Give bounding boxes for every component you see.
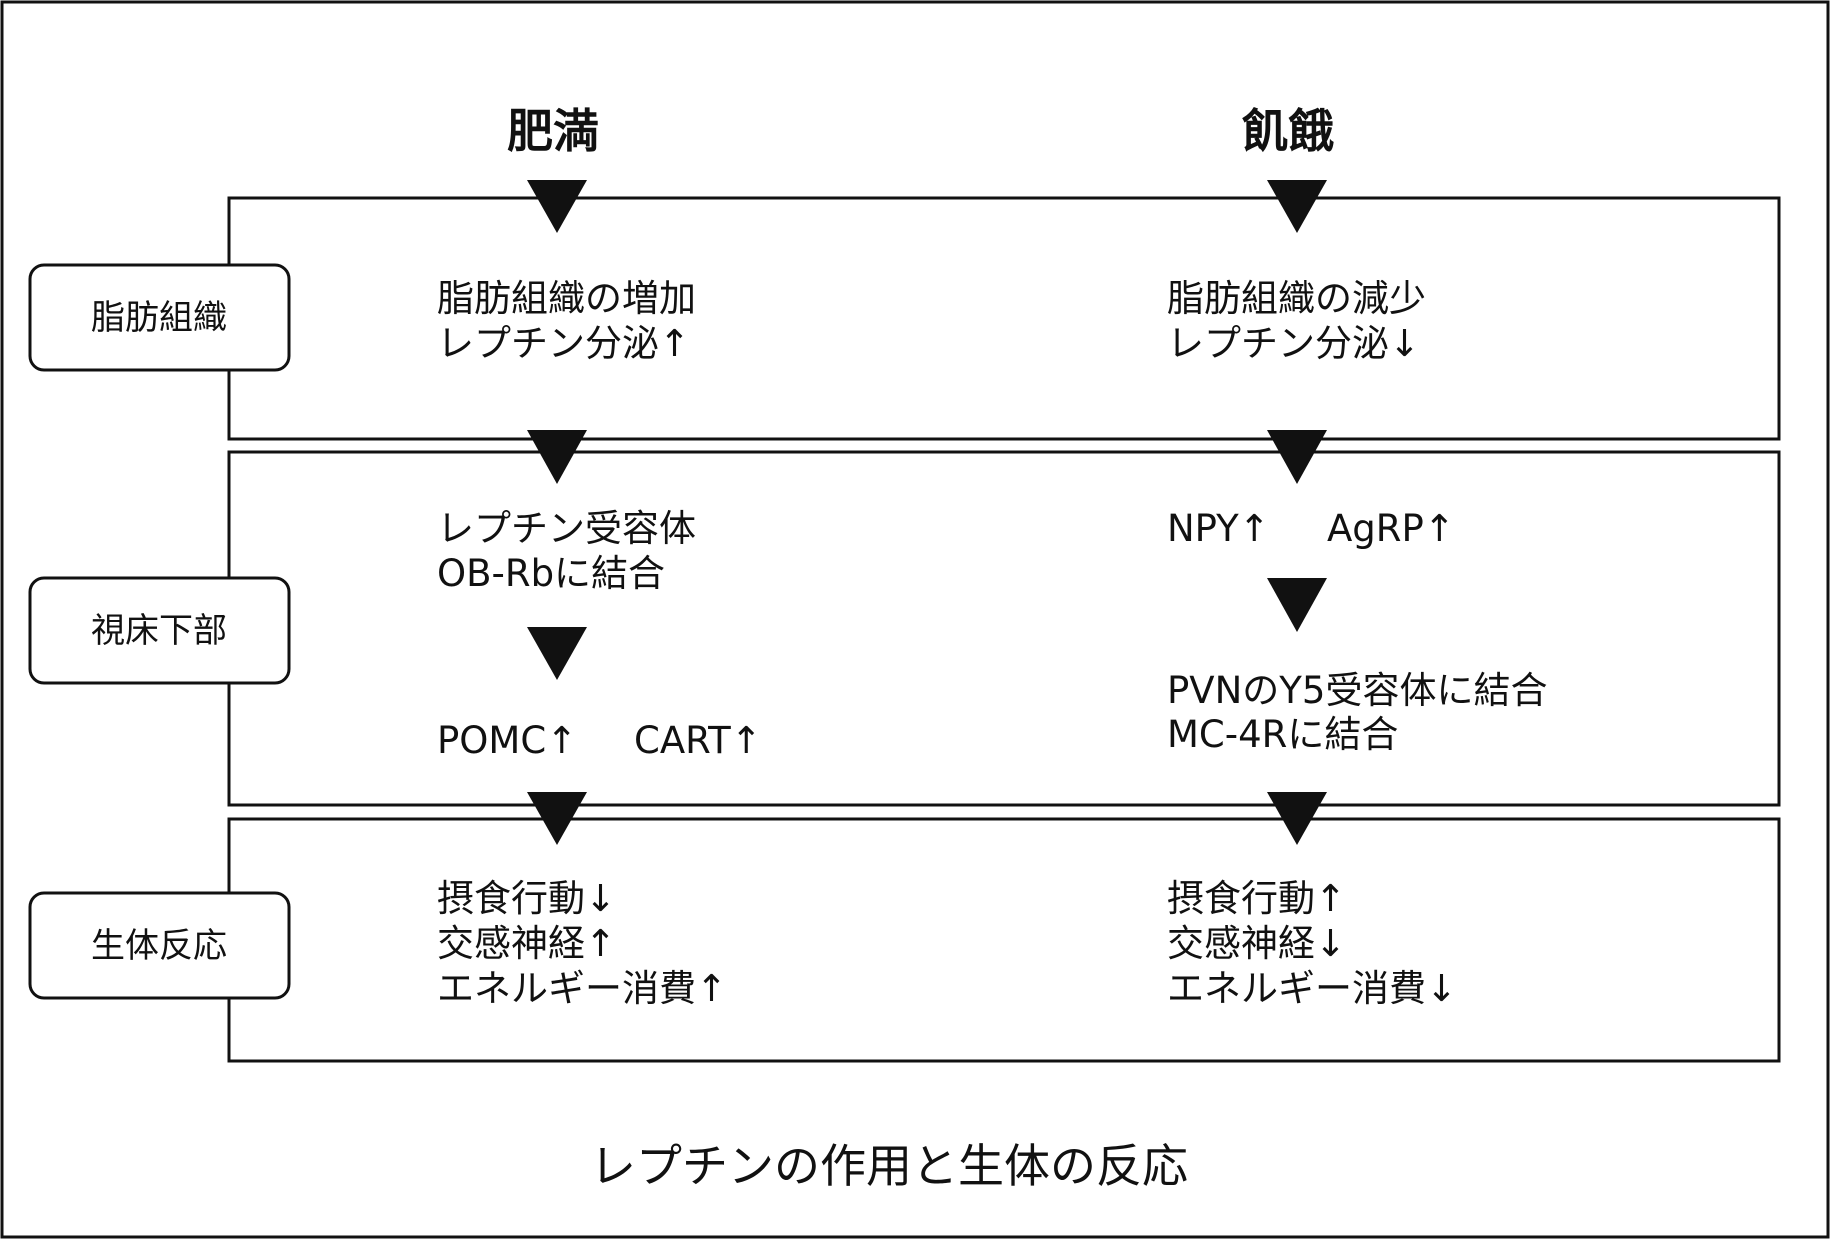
response-left-line3: エネルギー消費↑	[437, 967, 728, 1010]
cart-text: CART↑	[634, 719, 762, 762]
arrow-left-1	[527, 180, 587, 233]
arrow-left-2	[527, 430, 587, 484]
row-label-box-response	[28, 891, 291, 1000]
column-title-right: 飢餓	[1242, 104, 1334, 158]
adipose-right-line1: 脂肪組織の減少	[1167, 277, 1426, 320]
hypo-right-line2: MC-4Rに結合	[1167, 713, 1399, 756]
arrow-left-3	[527, 627, 587, 680]
response-right-line1: 摂食行動↑	[1167, 877, 1347, 920]
adipose-right-line2: レプチン分泌↓	[1167, 322, 1421, 365]
row-label-box-hypothalamus	[28, 576, 291, 685]
adipose-left-line2: レプチン分泌↑	[437, 322, 691, 365]
hypo-left-line2: OB-Rbに結合	[437, 552, 666, 595]
response-left-line1: 摂食行動↓	[437, 877, 617, 920]
response-left-line2: 交感神経↑	[437, 922, 617, 965]
diagram-caption: レプチンの作用と生体の反応	[590, 1139, 1188, 1193]
pomc-text: POMC↑	[437, 719, 578, 762]
row-label-adipose: 脂肪組織	[91, 298, 227, 338]
arrow-right-2	[1267, 430, 1327, 484]
npy-text: NPY↑	[1167, 507, 1270, 550]
row-label-hypothalamus: 視床下部	[91, 611, 227, 651]
row-label-response: 生体反応	[91, 926, 227, 966]
response-right-line3: エネルギー消費↓	[1167, 967, 1458, 1010]
arrow-right-1	[1267, 180, 1327, 233]
response-right-line2: 交感神経↓	[1167, 922, 1347, 965]
adipose-left-line1: 脂肪組織の増加	[437, 277, 696, 320]
row-label-box-adipose	[28, 263, 291, 372]
arrow-right-4	[1267, 792, 1327, 845]
arrow-left-4	[527, 792, 587, 845]
hypo-right-line1: PVNのY5受容体に結合	[1167, 669, 1548, 712]
column-title-left: 肥満	[507, 104, 599, 158]
arrow-right-3	[1267, 578, 1327, 632]
hypo-left-line1: レプチン受容体	[437, 507, 696, 550]
agrp-text: AgRP↑	[1327, 507, 1455, 550]
